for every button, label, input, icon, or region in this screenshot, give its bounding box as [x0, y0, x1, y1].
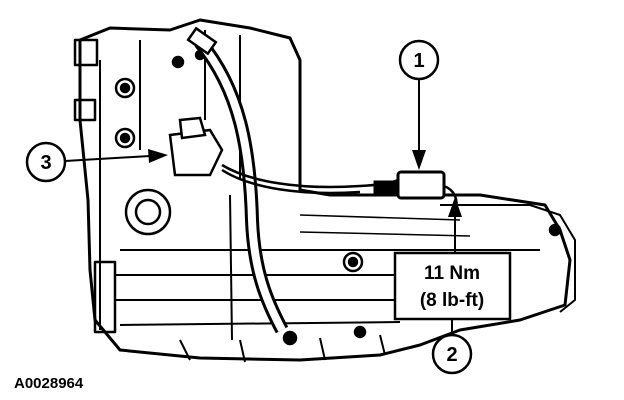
torque-value-metric: 11 Nm [424, 263, 480, 284]
torque-value-imperial: (8 lb-ft) [420, 290, 484, 311]
callout-2-label: 2 [446, 344, 457, 366]
bolt-heads [114, 49, 562, 346]
callout-1-label: 1 [413, 50, 424, 72]
range-sensor [168, 116, 224, 177]
vehicle-speed-sensor-module [373, 170, 446, 200]
callout-1: 1 [398, 39, 440, 170]
torque-spec-callout: 11 Nm (8 lb-ft) 2 [393, 197, 512, 375]
torque-spec-box [393, 251, 512, 321]
callout-3: 3 [25, 141, 168, 183]
transmission-housing [73, 18, 576, 363]
callout-3-label: 3 [40, 152, 51, 174]
dipstick-tube [186, 26, 289, 334]
figure-id: A0028964 [14, 375, 84, 392]
